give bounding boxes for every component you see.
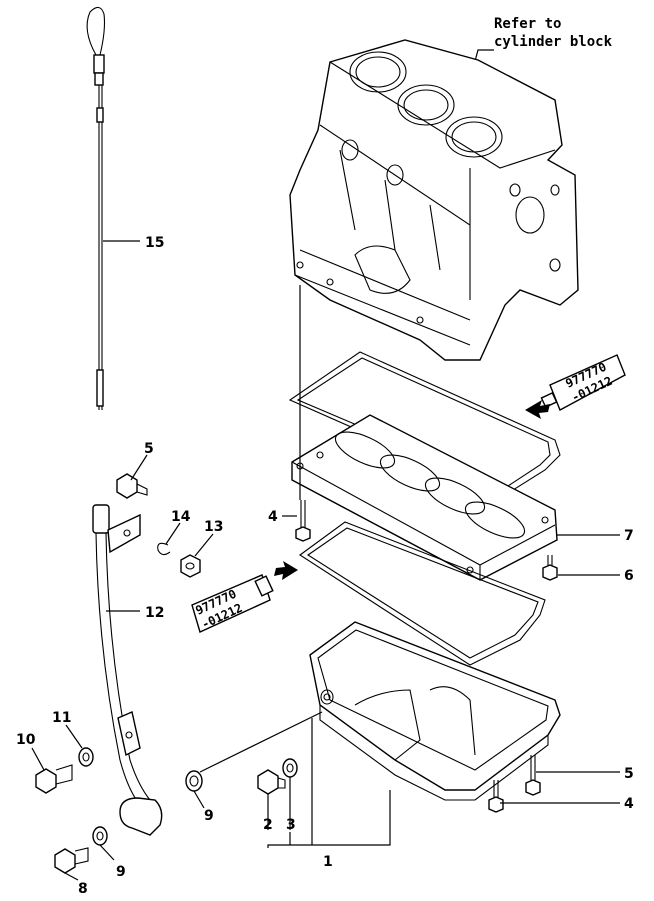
plug-8 xyxy=(54,847,89,874)
washer-9-right xyxy=(185,770,203,792)
washer-3 xyxy=(282,758,298,778)
bolt-4-right xyxy=(488,780,504,813)
callout-14: 14 xyxy=(171,509,191,525)
callout-12: 12 xyxy=(145,605,164,621)
lower-gasket xyxy=(299,521,546,666)
dipstick-guide xyxy=(92,504,163,836)
callouts: 15 5 14 13 4 7 6 12 11 10 5 4 9 2 3 1 9 … xyxy=(16,235,634,897)
nut-13 xyxy=(180,554,201,578)
bolt-10 xyxy=(35,764,73,794)
callout-2: 2 xyxy=(263,817,273,833)
bolt-5-right xyxy=(525,755,541,796)
callout-7: 7 xyxy=(624,528,634,544)
callout-4-left: 4 xyxy=(268,509,278,525)
callout-1: 1 xyxy=(323,854,333,870)
bearing-holder-plate xyxy=(291,414,558,581)
drain-plug-2 xyxy=(257,769,286,795)
washer-11 xyxy=(78,747,94,767)
callout-5-upper: 5 xyxy=(144,441,154,457)
oil-pan xyxy=(309,621,561,801)
sealant-tube-upper: 977770 -01212 xyxy=(540,354,626,411)
callout-6: 6 xyxy=(624,568,634,584)
reference-note-line1: Refer to xyxy=(494,16,562,32)
callout-4-right: 4 xyxy=(624,796,634,812)
reference-note: Refer to cylinder block xyxy=(494,15,612,51)
arrow-lower xyxy=(274,561,298,580)
bolt-4-left xyxy=(295,500,311,542)
arrow-upper xyxy=(525,400,550,419)
clip-14 xyxy=(157,542,171,556)
washer-9-left xyxy=(92,826,108,846)
bolt-5-upper xyxy=(116,473,148,499)
callout-5-right: 5 xyxy=(624,766,634,782)
cylinder-block xyxy=(289,39,579,361)
callout-9-left: 9 xyxy=(116,864,126,880)
callout-9-right: 9 xyxy=(204,808,214,824)
dipstick xyxy=(86,6,106,410)
leader-lines xyxy=(31,240,620,881)
callout-3: 3 xyxy=(286,817,296,833)
callout-10: 10 xyxy=(16,732,36,748)
callout-13: 13 xyxy=(204,519,223,535)
callout-8: 8 xyxy=(78,881,88,897)
callout-15: 15 xyxy=(145,235,164,251)
reference-note-line2: cylinder block xyxy=(494,34,613,50)
sealant-tube-lower: 977770 -01212 xyxy=(191,574,274,633)
callout-11: 11 xyxy=(52,710,71,726)
bolt-6 xyxy=(542,555,558,581)
